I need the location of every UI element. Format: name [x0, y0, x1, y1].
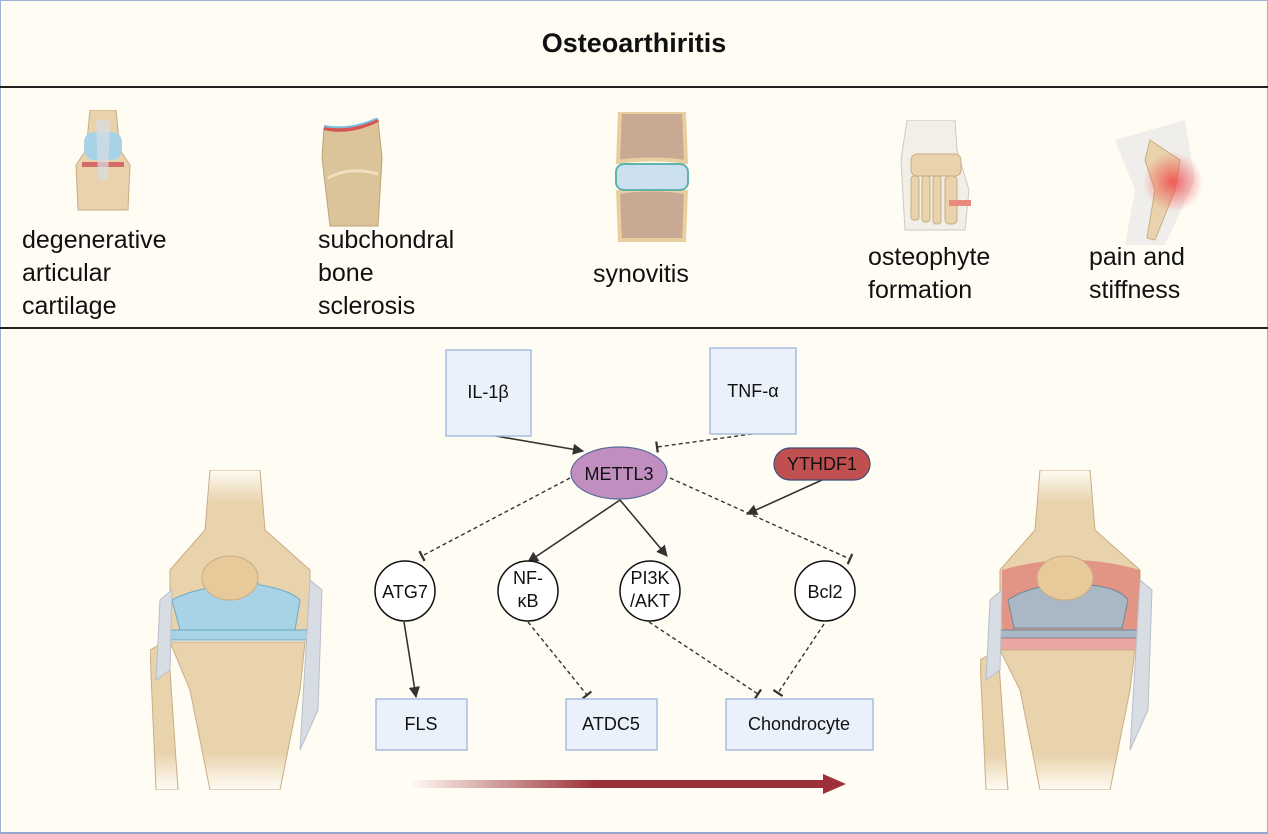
figure-title: Osteoarthiritis [541, 28, 727, 58]
symptom-line: sclerosis [318, 292, 416, 320]
header-divider [0, 86, 1268, 88]
node-bcl2: Bcl2 [794, 560, 856, 622]
node-nfkb-label-line2: κB [517, 591, 538, 611]
symptom-line: degenerative [22, 226, 167, 254]
node-chondrocyte-label: Chondrocyte [748, 714, 850, 734]
symptom-label-sclerosis: subchondral bone sclerosis [318, 224, 454, 323]
symptom-line: formation [868, 276, 973, 304]
node-atdc5: ATDC5 [565, 698, 658, 751]
edge-mettl3-to-pi3k [619, 499, 668, 557]
node-atg7-label: ATG7 [382, 582, 428, 602]
symptom-line: pain and [1089, 243, 1185, 271]
node-il1b: IL-1β [445, 349, 532, 437]
node-tnfa: TNF-α [709, 347, 797, 435]
node-fls-label: FLS [404, 714, 437, 734]
symptom-line: articular [22, 259, 111, 287]
node-tnfa-label: TNF-α [727, 381, 778, 401]
symptom-line: cartilage [22, 292, 117, 320]
node-pi3k-label-line1: PI3K [630, 568, 669, 588]
node-fls: FLS [375, 698, 468, 751]
node-bcl2-label: Bcl2 [807, 582, 842, 602]
edge-il1b-to-mettl3 [489, 434, 585, 455]
knee-pain-illustration [1115, 120, 1203, 245]
symptom-label-cartilage: degenerative articular cartilage [22, 224, 167, 323]
symptom-label-pain: pain and stiffness [1089, 241, 1185, 307]
progression-arrow [410, 774, 846, 794]
symptoms-divider [0, 327, 1268, 329]
edge-nfkb-inhibits-atdc5 [527, 621, 593, 700]
edge-ythdf1-to-mettl3-bcl2 [745, 479, 823, 515]
node-nfkb: NF- κB [497, 560, 559, 622]
node-atg7: ATG7 [374, 560, 436, 622]
symptom-label-synovitis: synovitis [593, 258, 689, 291]
edge-mettl3-to-nfkb [527, 499, 621, 563]
node-pi3k-label-line2: /AKT [630, 591, 670, 611]
symptom-line: bone [318, 259, 374, 287]
node-mettl3: METTL3 [570, 446, 668, 500]
foot-bones-illustration [900, 120, 971, 231]
node-atdc5-label: ATDC5 [582, 714, 640, 734]
node-ythdf1-label: YTHDF1 [787, 454, 857, 474]
symptom-line: stiffness [1089, 276, 1181, 304]
node-nfkb-label-line1: NF- [513, 568, 543, 588]
symptom-label-osteophyte: osteophyte formation [868, 241, 990, 307]
osteoarthritic-knee-illustration [980, 470, 1153, 790]
symptom-line: osteophyte [868, 243, 991, 271]
edge-bcl2-inhibits-chondrocyte [772, 623, 825, 698]
edge-pi3k-inhibits-chondrocyte [648, 621, 763, 700]
edge-atg7-to-fls [403, 621, 420, 699]
synovial-joint-illustration [615, 112, 689, 242]
node-mettl3-label: METTL3 [584, 464, 653, 484]
edge-mettl3-inhibits-bcl2 [669, 477, 854, 565]
node-chondrocyte: Chondrocyte [725, 698, 874, 751]
healthy-knee-illustration [150, 470, 323, 790]
edge-tnfa-inhibits-mettl3 [655, 433, 753, 453]
symptom-line: synovitis [593, 260, 689, 288]
bone-sclerosis-illustration [321, 118, 383, 227]
node-pi3k-akt: PI3K /AKT [619, 560, 681, 622]
node-ythdf1: YTHDF1 [773, 447, 871, 481]
node-il1b-label: IL-1β [467, 382, 508, 402]
knee-cartilage-illustration [75, 110, 131, 211]
symptom-line: subchondral [318, 226, 455, 254]
edge-mettl3-inhibits-atg7 [418, 477, 571, 562]
